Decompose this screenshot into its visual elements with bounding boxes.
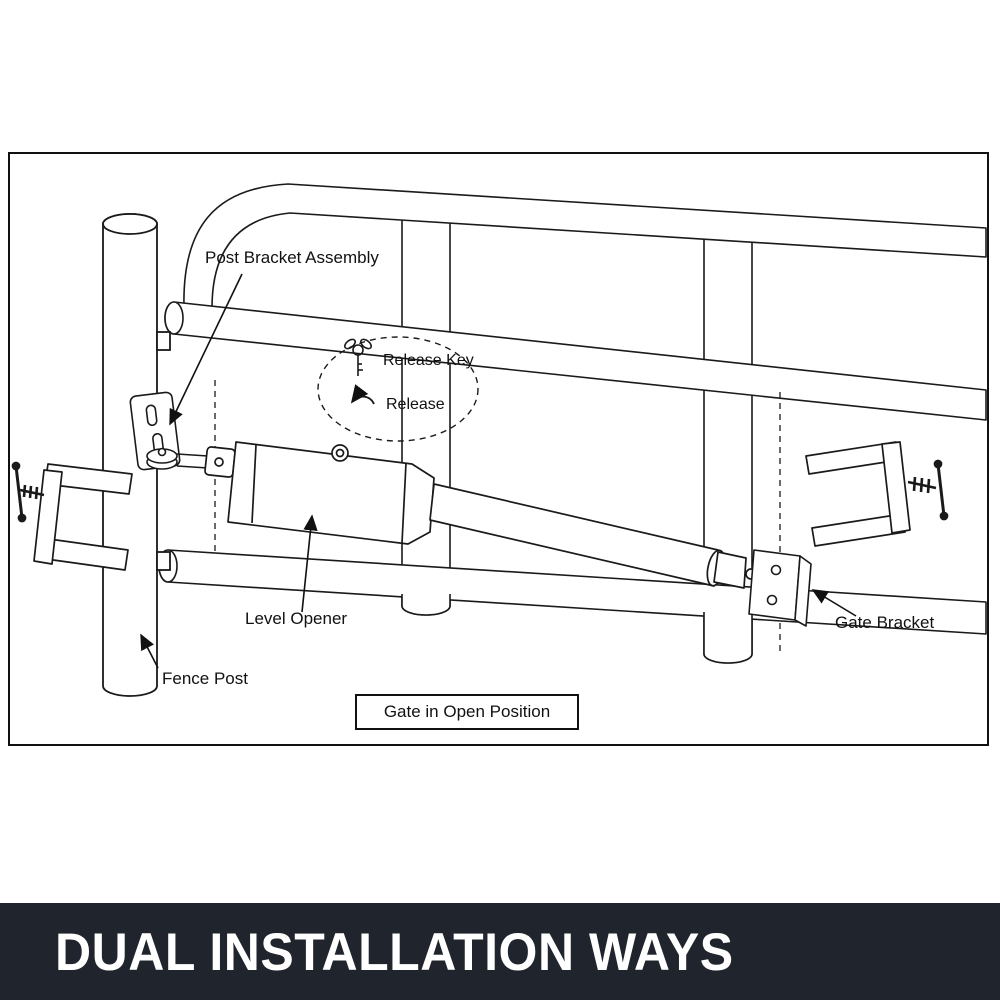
- leader-post-bracket: [169, 273, 243, 426]
- gate-bracket-bolt-1: [770, 564, 782, 576]
- gate-open-position-caption: Gate in Open Position: [355, 694, 579, 730]
- gate-bracket-label: Gate Bracket: [835, 613, 935, 632]
- vertical-bar-1-cap: [401, 594, 451, 616]
- gate-bracket-bolt-2: [766, 594, 778, 606]
- leader-gate-bracket: [811, 589, 857, 617]
- post-bracket-assembly-label: Post Bracket Assembly: [205, 248, 379, 267]
- fence-post-drawing: [102, 213, 171, 697]
- clamp-right-screw: [907, 463, 946, 517]
- c-clamp-right: [805, 441, 949, 547]
- vertical-bar-2-cap: [703, 612, 753, 664]
- c-clamp-left: [11, 461, 133, 571]
- leader-level-opener: [301, 514, 318, 613]
- leader-fence-post: [140, 633, 159, 669]
- clamp-right-spine: [881, 441, 911, 534]
- release-key-icon: [344, 338, 372, 376]
- release-callout: [317, 336, 479, 442]
- release-key-label: Release Key: [383, 352, 474, 369]
- gate-open-position-label: Gate in Open Position: [383, 702, 551, 721]
- leader-arrows: [140, 273, 857, 669]
- bottom-banner: DUAL INSTALLATION WAYS: [0, 903, 1000, 1000]
- clamp-right-bottom-arm: [811, 513, 906, 547]
- level-opener-label: Level Opener: [245, 609, 348, 628]
- clamp-right-handle: [936, 463, 946, 517]
- banner-title: DUAL INSTALLATION WAYS: [55, 921, 734, 982]
- opener-housing: [227, 441, 435, 545]
- opener-right-clevis: [713, 551, 747, 589]
- clamp-left-handle: [14, 465, 24, 519]
- release-callout-ellipse: [317, 336, 479, 442]
- gate-diagram-drawing: [11, 183, 987, 697]
- bracket-slot-1: [145, 404, 158, 427]
- mid-rail-end-cap: [164, 301, 184, 335]
- clamp-left-spine: [33, 469, 63, 565]
- level-opener-drawing: [204, 441, 757, 589]
- post-bracket-assembly-drawing: [129, 391, 209, 471]
- bracket-pivot-pin: [157, 447, 167, 457]
- installation-diagram: [8, 152, 989, 746]
- release-label: Release: [386, 396, 445, 413]
- gate-top-rail: [183, 183, 987, 309]
- fence-post-label: Fence Post: [162, 669, 248, 688]
- gate-bracket-drawing: [748, 549, 812, 627]
- release-rotate-icon: [350, 384, 375, 405]
- post-hinge-lug-lower: [156, 551, 171, 571]
- clamp-left-screw: [14, 465, 45, 519]
- gate-mid-rail: [164, 301, 987, 421]
- post-hinge-lug-upper: [156, 331, 171, 351]
